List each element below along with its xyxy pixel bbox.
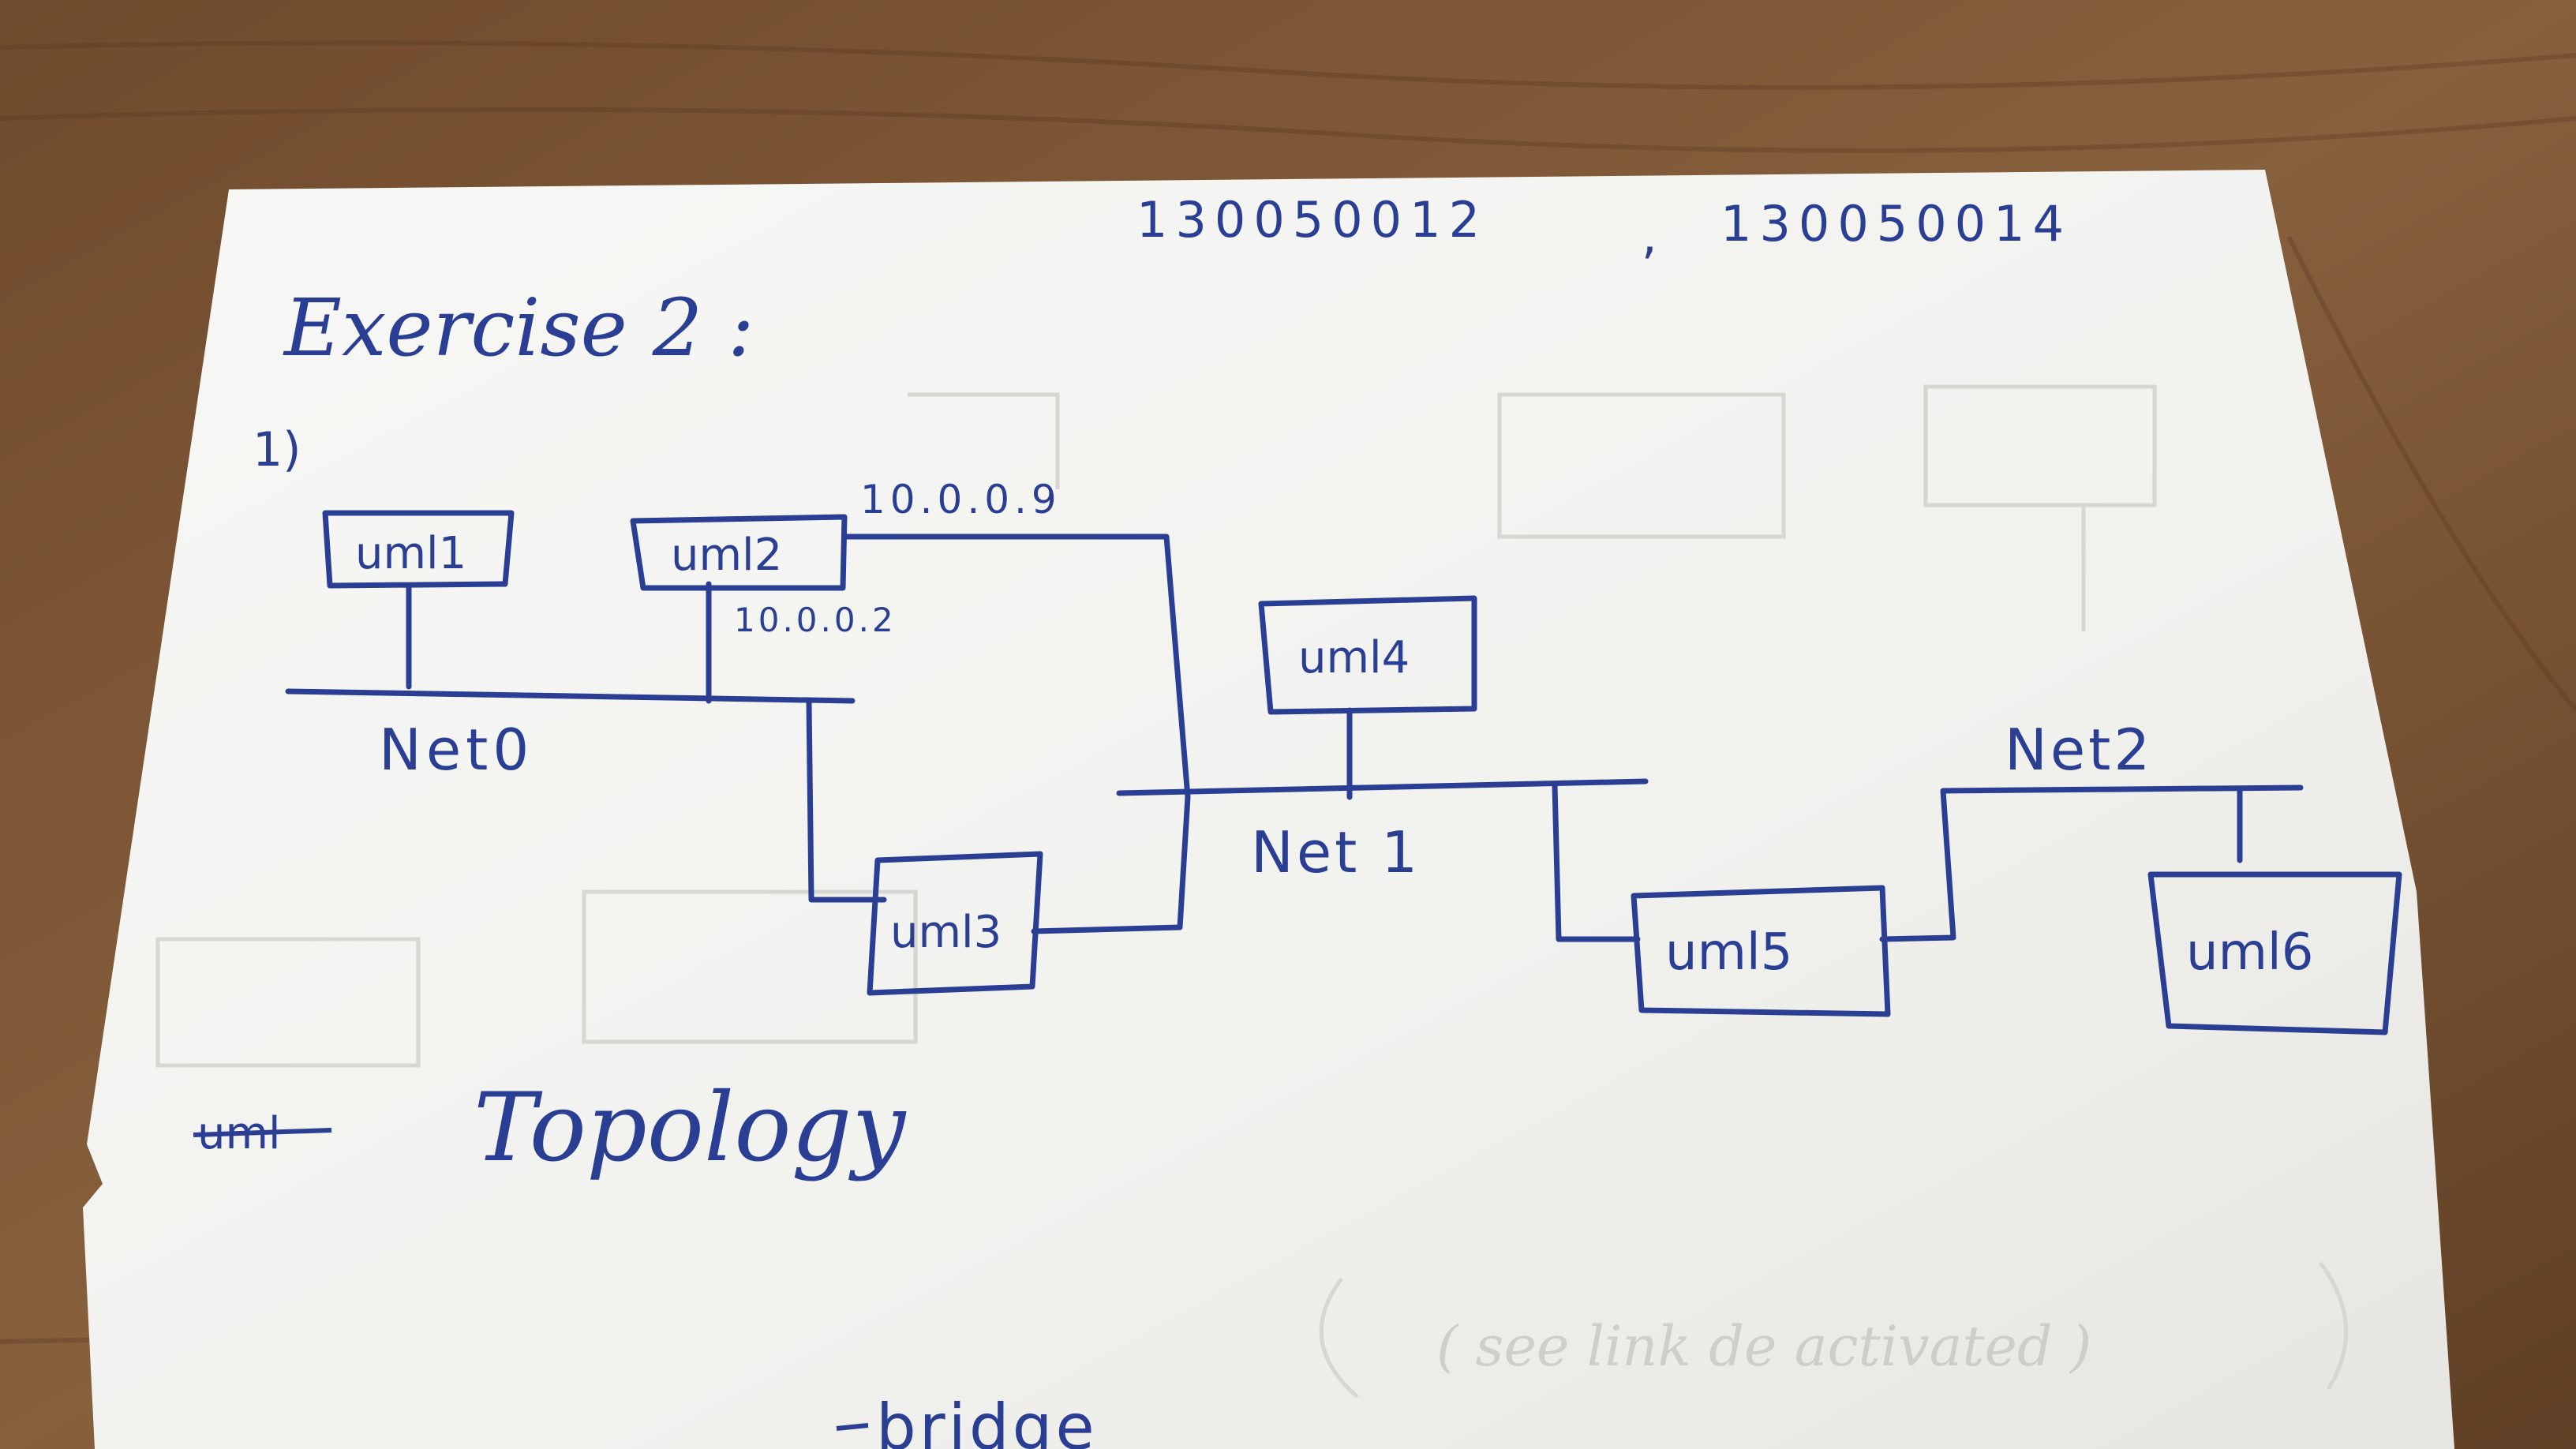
student-id-2: 130050014 <box>1720 195 2072 253</box>
id-separator: , <box>1642 207 1657 264</box>
uml1-label: uml1 <box>355 528 466 579</box>
net0-label: Net0 <box>379 717 534 783</box>
uml2-net1-link <box>841 534 1191 800</box>
uml4-label: uml4 <box>1298 632 1410 683</box>
net0-bus <box>285 688 856 704</box>
uml2-label: uml2 <box>671 530 782 581</box>
strike-line <box>193 1128 332 1137</box>
uml4-box <box>1258 595 1477 715</box>
show-through-marks <box>155 384 2349 1398</box>
exercise-title: Exercise 2 : <box>283 282 754 374</box>
bridge-text: bridge <box>876 1391 1098 1449</box>
uml5-label: uml5 <box>1665 923 1792 982</box>
bridge-tick <box>836 1423 869 1431</box>
part-label: 1) <box>253 422 301 477</box>
uml5-net2-link <box>1879 784 2304 942</box>
network-wiring <box>285 534 2304 942</box>
uml5-box <box>1631 885 1891 1017</box>
net1-bus <box>1116 778 1649 796</box>
topology-caption: Topology <box>474 1073 907 1183</box>
student-id-1: 130050012 <box>1136 191 1488 249</box>
net0-uml3-link <box>806 699 887 903</box>
paper-sheet <box>83 170 2454 1449</box>
net1-uml5-link <box>1552 782 1641 942</box>
ip-uml2-net0: 10.0.0.2 <box>734 601 897 639</box>
uml1-box <box>322 510 515 589</box>
uml6-label: uml6 <box>2186 923 2313 982</box>
uml6-box <box>2147 871 2402 1035</box>
uml2-box <box>630 514 848 591</box>
show-through-text: ( see link de activated ) <box>1436 1314 2091 1379</box>
uml3-net1-link <box>1031 794 1191 934</box>
ip-uml2-net1: 10.0.0.9 <box>860 477 1061 522</box>
net2-label: Net2 <box>2005 717 2153 783</box>
uml3-label: uml3 <box>890 907 1002 958</box>
uml3-box <box>867 851 1043 996</box>
net1-label: Net 1 <box>1251 819 1421 886</box>
